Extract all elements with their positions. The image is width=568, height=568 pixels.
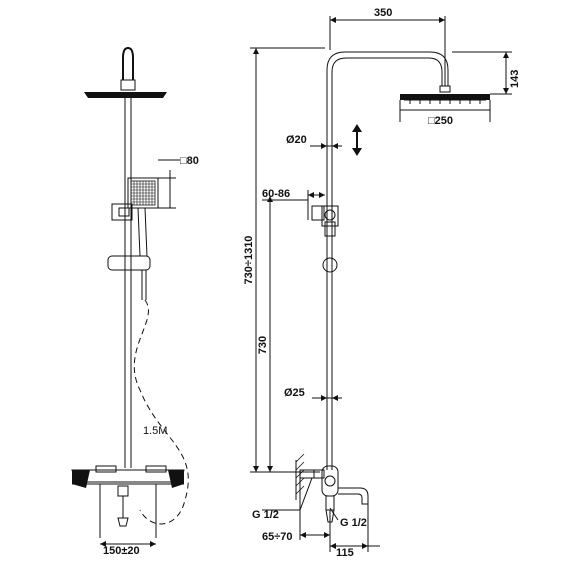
front-holder-bracket <box>311 205 325 221</box>
label-upper-pipe-diameter: Ø20 <box>286 134 307 146</box>
side-hose-dashed <box>133 299 189 525</box>
front-inlet-connector <box>313 469 325 479</box>
front-holder-knob <box>324 209 336 221</box>
label-head-size: □250 <box>428 115 453 127</box>
label-arm-length: 350 <box>374 7 392 19</box>
front-shower-head <box>400 94 490 100</box>
label-spout-length: 115 <box>336 547 354 559</box>
front-wall-plate <box>299 469 315 479</box>
front-slider-ball <box>322 257 338 273</box>
arrows-60-86 <box>308 192 325 198</box>
label-inlet-offset: 65÷70 <box>262 531 293 543</box>
leader-g12-left-diag <box>299 477 313 511</box>
side-slider <box>107 255 151 271</box>
side-view <box>71 46 189 547</box>
front-slider <box>324 221 336 237</box>
front-holder-clamp <box>321 205 339 227</box>
hand-shower-handle-l <box>137 207 141 257</box>
label-inlet-thread-right: G 1/2 <box>340 517 367 529</box>
hand-shower-grid-icon <box>130 180 156 206</box>
side-holder <box>111 203 133 221</box>
front-mixer-center <box>324 475 336 487</box>
side-hand-shower <box>127 177 159 209</box>
side-mixer-knob-left <box>95 465 117 473</box>
side-mixer-knob-right <box>145 465 167 473</box>
front-diverter <box>325 495 335 511</box>
label-inlet-thread-left: G 1/2 <box>252 509 279 521</box>
front-view <box>250 16 512 552</box>
label-head-height: 143 <box>509 70 521 88</box>
front-arm-outer <box>326 51 449 470</box>
arrows-65-70 <box>300 532 330 538</box>
side-holder-knob <box>118 207 130 217</box>
arrows-d25 <box>321 395 338 401</box>
side-shower-head <box>84 92 167 98</box>
leader-g12-right <box>329 507 339 521</box>
label-hose-length: 1.5M <box>143 425 167 437</box>
side-mixer-right-cap <box>168 470 184 488</box>
side-mixer-left-cap <box>72 470 90 488</box>
front-spout <box>338 487 369 505</box>
label-inlet-spacing: 150±20 <box>103 545 140 557</box>
dim-arrows-150 <box>100 541 156 547</box>
side-top-arm <box>122 46 134 80</box>
label-holder-offset: 60-86 <box>262 188 290 200</box>
adjust-arrow-icon <box>352 124 362 156</box>
side-spout-tip <box>117 517 129 527</box>
label-height-range: 730÷1310 <box>243 236 255 285</box>
label-height-min: 730 <box>257 336 269 354</box>
front-head-connector <box>439 85 451 93</box>
front-arm-inner <box>331 57 443 470</box>
hand-shower-handle-r <box>144 207 148 257</box>
label-lower-pipe-diameter: Ø25 <box>284 387 305 399</box>
side-arm-connector <box>120 79 136 91</box>
front-nozzles <box>404 99 486 104</box>
label-hand-shower-size: □80 <box>180 155 199 167</box>
side-spout-connector <box>117 485 129 497</box>
arrows-d20 <box>321 143 338 149</box>
